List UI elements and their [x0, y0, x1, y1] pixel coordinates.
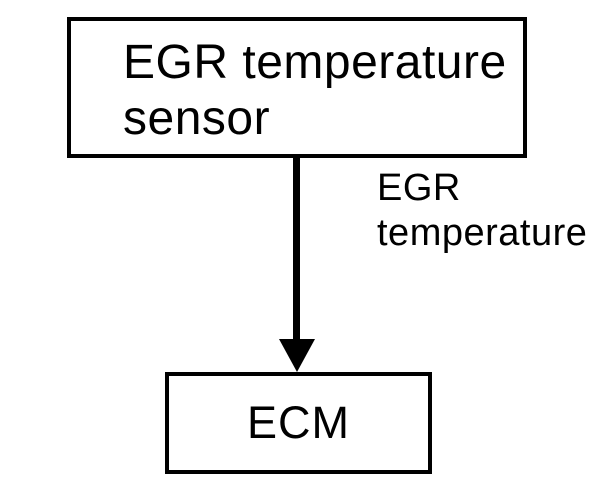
arrow-down-icon	[279, 339, 315, 372]
node-egr-temperature-sensor: EGR temperature sensor	[67, 17, 527, 158]
edge-label-line2: temperature	[377, 212, 588, 254]
edge-label: EGR temperature	[377, 166, 587, 256]
node-egr-label-line2: sensor	[123, 92, 271, 145]
node-ecm-label: ECM	[247, 397, 350, 448]
edge-label-line1: EGR	[377, 167, 461, 209]
node-ecm: ECM	[165, 372, 432, 474]
edge-connector-line	[293, 158, 300, 343]
node-egr-label-line1: EGR temperature	[123, 36, 507, 89]
